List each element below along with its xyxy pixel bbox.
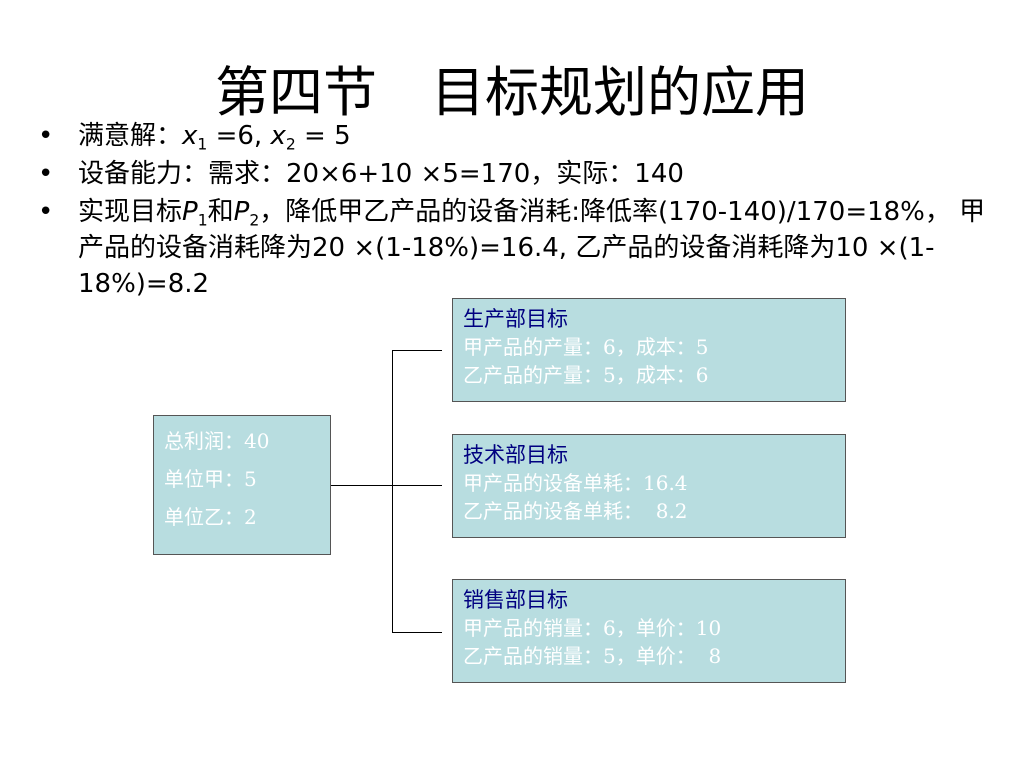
bullet-text: =6, [207,121,271,151]
variable-x: x [182,121,198,151]
connector-left-horizontal [331,485,393,486]
connector-to-production [392,350,442,351]
bullet-text: 满意解： [78,121,183,151]
sales-line-a: 甲产品的销量：6，单价：10 [463,616,722,640]
bullet-text: 实现目标 [78,197,183,227]
bullet-text: 设备能力：需求：20×6+10 ×5=170，实际：140 [78,159,684,189]
subscript: 1 [197,135,208,154]
unit-a-line: 单位甲：5 [164,467,257,491]
bullet-text: ，降低甲乙产品的设备消耗:降低率(170-140)/170=18%， 甲产品的设… [78,197,986,299]
bullet-text: 和 [207,197,234,227]
sales-goal-box: 销售部目标 甲产品的销量：6，单价：10 乙产品的销量：5，单价： 8 [452,579,846,683]
connector-vertical [392,350,393,632]
bullet-dot: • [38,197,54,227]
tech-goal-box: 技术部目标 甲产品的设备单耗：16.4 乙产品的设备单耗： 8.2 [452,434,846,538]
subscript: 2 [285,135,296,154]
unit-b-line: 单位乙：2 [164,505,257,529]
production-goal-box: 生产部目标 甲产品的产量：6，成本：5 乙产品的产量：5，成本：6 [452,298,846,402]
production-goal-heading: 生产部目标 [463,307,568,331]
bullet-dot: • [38,159,54,189]
connector-to-sales [392,632,442,633]
tech-line-a: 甲产品的设备单耗：16.4 [463,471,688,495]
variable-x: x [270,121,286,151]
variable-p: P [233,197,250,227]
connector-to-tech [392,485,442,486]
variable-p: P [182,197,198,227]
bullet-list: • 满意解：x1 =6, x2 = 5 • 设备能力：需求：20×6+10 ×5… [38,118,998,304]
bullet-text: = 5 [295,121,351,151]
tech-goal-heading: 技术部目标 [463,443,568,467]
sales-goal-heading: 销售部目标 [463,588,568,612]
total-profit-line: 总利润：40 [164,429,270,453]
bullet-equipment-capacity: • 设备能力：需求：20×6+10 ×5=170，实际：140 [38,156,998,192]
bullet-dot: • [38,121,54,151]
bullet-satisfactory-solution: • 满意解：x1 =6, x2 = 5 [38,118,998,154]
production-line-a: 甲产品的产量：6，成本：5 [463,335,709,359]
tech-line-b: 乙产品的设备单耗： 8.2 [463,499,688,523]
subscript: 1 [197,211,208,230]
slide-title: 第四节 目标规划的应用 [215,61,809,124]
total-profit-box: 总利润：40 单位甲：5 单位乙：2 [153,415,331,555]
production-line-b: 乙产品的产量：5，成本：6 [463,363,709,387]
bullet-achieve-goals: • 实现目标P1和P2，降低甲乙产品的设备消耗:降低率(170-140)/170… [38,194,998,302]
sales-line-b: 乙产品的销量：5，单价： 8 [463,644,722,668]
subscript: 2 [249,211,260,230]
